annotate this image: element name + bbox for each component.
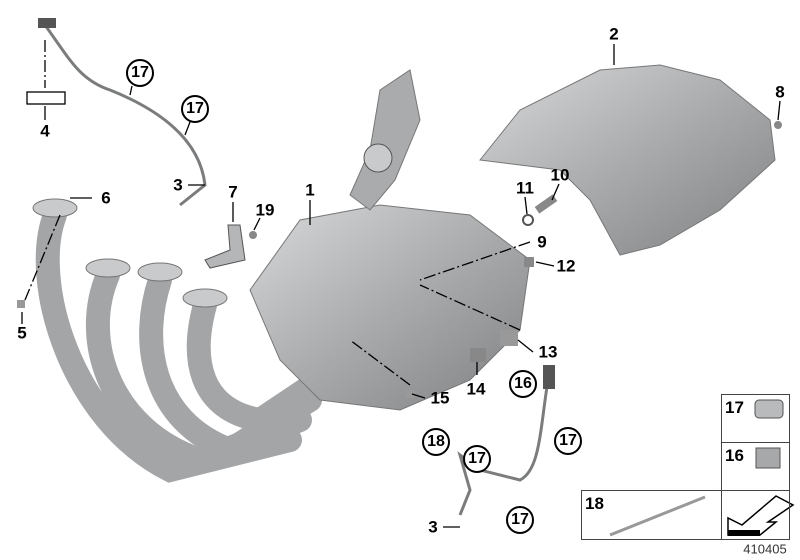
callout-2: 2 [609,24,619,44]
circled-callout-17: 17 [463,445,491,473]
circled-callout-17: 17 [554,427,582,455]
callout-5: 5 [17,323,27,343]
callout-19: 19 [255,200,275,220]
heat-shield [479,64,776,256]
legend-label-16: 16 [725,446,744,465]
exhaust-manifold [35,203,332,483]
clip-16-icon [755,447,781,469]
legend-label-17: 17 [725,398,744,417]
circled-callout-17: 17 [181,95,209,123]
legend-label-18: 18 [585,494,604,513]
callout-1: 1 [305,180,315,200]
callout-7: 7 [228,182,238,202]
callout-6: 6 [101,188,111,208]
callout-15: 15 [430,388,450,408]
clip-17-icon [754,399,784,419]
callout-10: 10 [550,165,570,185]
callout-11: 11 [516,178,534,198]
circled-callout-16: 16 [509,370,537,398]
clamp [363,143,393,173]
oxygen-sensor-cable-top [43,24,207,207]
inlet-pipe [349,69,421,211]
callout-14: 14 [466,379,486,399]
circled-callout-18: 18 [422,428,450,456]
bracket [204,224,246,269]
circled-callout-17: 17 [506,506,534,534]
leader-lines [21,40,781,528]
legend-cell-symbol [721,490,790,540]
callout-3-lower: 3 [428,517,438,537]
callout-9: 9 [537,232,547,252]
callout-4: 4 [40,121,50,141]
callout-3: 3 [173,175,183,195]
diagram-number: 410405 [743,541,787,557]
cable-tie-icon [609,495,706,537]
circled-callout-17: 17 [126,59,154,87]
callout-8: 8 [775,82,785,102]
silencer [249,204,531,411]
bolt-10 [534,194,558,214]
callout-13: 13 [538,342,558,362]
callout-12: 12 [556,256,576,276]
